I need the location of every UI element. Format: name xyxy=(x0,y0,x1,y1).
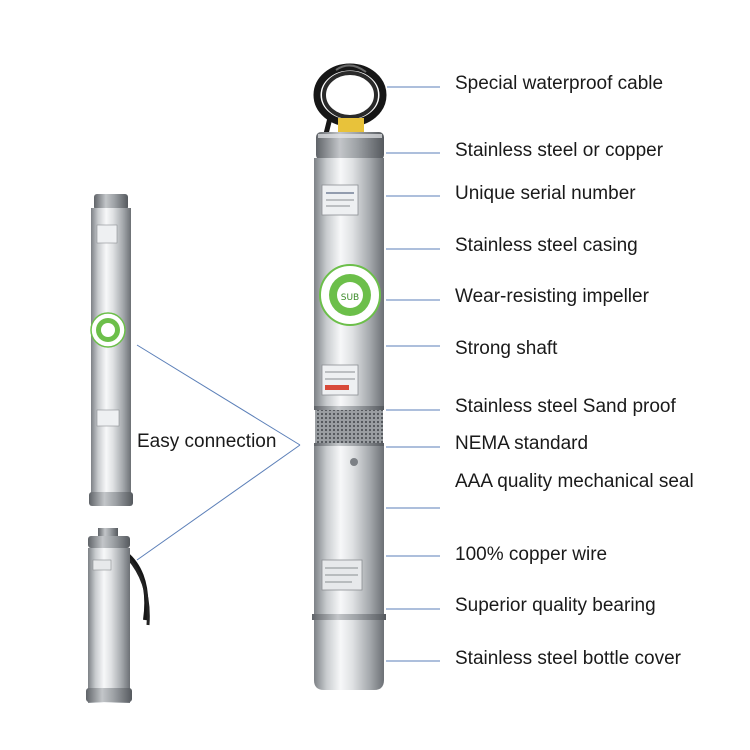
callout-label-top-cap: Stainless steel or copper xyxy=(455,140,664,161)
callout-label-serial: Unique serial number xyxy=(455,183,636,204)
easy-connection-label: Easy connection xyxy=(137,431,277,452)
main-pump: SUB xyxy=(312,63,387,690)
easy-connection-lines xyxy=(136,344,301,561)
top-cap xyxy=(316,132,384,160)
motor-body xyxy=(314,446,384,616)
callout-label-casing: Stainless steel casing xyxy=(455,235,638,256)
callout-label-sand-proof: Stainless steel Sand proof xyxy=(455,396,676,417)
callout-leaders xyxy=(386,86,440,662)
callout-label-copper-wire: 100% copper wire xyxy=(455,544,608,565)
callout-label-impeller: Wear-resisting impeller xyxy=(455,286,649,307)
callout-label-nema: NEMA standard xyxy=(455,433,589,454)
callout-label-bottle-cover: Stainless steel bottle cover xyxy=(455,648,682,669)
spec-plate xyxy=(321,364,359,396)
svg-text:SUB: SUB xyxy=(341,293,359,303)
callout-label-bearing: Superior quality bearing xyxy=(455,595,656,616)
bottle-cover xyxy=(314,620,384,690)
callout-label-shaft: Strong shaft xyxy=(455,338,558,359)
motor-unit xyxy=(86,528,150,703)
sand-proof-mesh xyxy=(315,408,383,444)
callout-label-seal: AAA quality mechanical seal xyxy=(455,471,694,492)
callout-label-cable: Special waterproof cable xyxy=(455,73,664,94)
pump-end-unit xyxy=(89,194,133,506)
submersible-badge: SUB xyxy=(319,264,381,326)
yellow-label xyxy=(338,118,364,132)
